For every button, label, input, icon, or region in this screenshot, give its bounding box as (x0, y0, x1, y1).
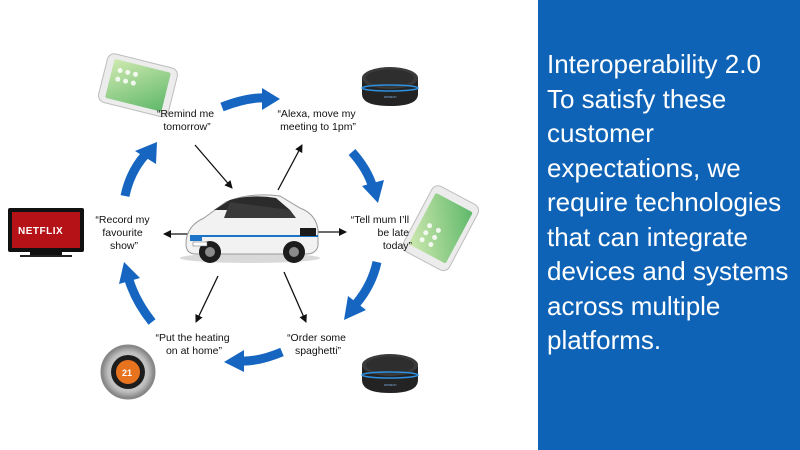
connector-car-to-echo-bottom (283, 271, 307, 323)
arrow-phone-to-echo (220, 88, 280, 112)
arrow-thermostat-to-tv (119, 262, 156, 325)
info-panel: Interoperability 2.0 To satisfy these cu… (538, 0, 800, 450)
quote-tv: “Record my favourite show” (95, 214, 152, 252)
quotes: “Remind me tomorrow” “Alexa, move my mee… (95, 108, 412, 357)
thermostat-display: 21 (122, 368, 132, 378)
cycle-arrows (119, 88, 384, 372)
arrow-tv-to-phone (120, 142, 157, 197)
smartphone-icon (402, 185, 480, 272)
arrow-echo-to-phone (348, 149, 384, 203)
smart-speaker-icon: amazon (361, 354, 419, 393)
netflix-logo: NETFLIX (18, 226, 63, 237)
connector-car-to-echo (277, 144, 303, 191)
panel-text: Interoperability 2.0 To satisfy these cu… (547, 49, 789, 355)
car-connectors (163, 144, 347, 323)
quote-phone-top: “Remind me tomorrow” (157, 108, 217, 133)
connector-phone-to-car (194, 144, 233, 189)
smartphone-icon (97, 53, 178, 118)
interoperability-diagram: amazon amazon 21 NETFLIX “Remind me (8, 53, 480, 400)
quote-echo-bottom: “Order some spaghetti” (287, 332, 349, 357)
connector-car-to-thermostat (195, 275, 219, 323)
arrow-phone-to-echo-bottom (344, 260, 382, 320)
quote-echo-top: “Alexa, move my meeting to 1pm” (277, 108, 358, 133)
smart-speaker-icon: amazon (361, 67, 419, 106)
electric-car-icon (180, 194, 320, 263)
speaker-brand-label: amazon (384, 95, 397, 99)
tv-icon: NETFLIX (8, 208, 84, 257)
speaker-brand-label: amazon (384, 383, 397, 387)
quote-phone-right: “Tell mum I’ll be late today” (351, 214, 413, 252)
arrow-echo-to-thermostat (224, 347, 284, 372)
quote-thermostat: “Put the heating on at home” (155, 332, 232, 357)
thermostat-icon: 21 (100, 344, 156, 400)
